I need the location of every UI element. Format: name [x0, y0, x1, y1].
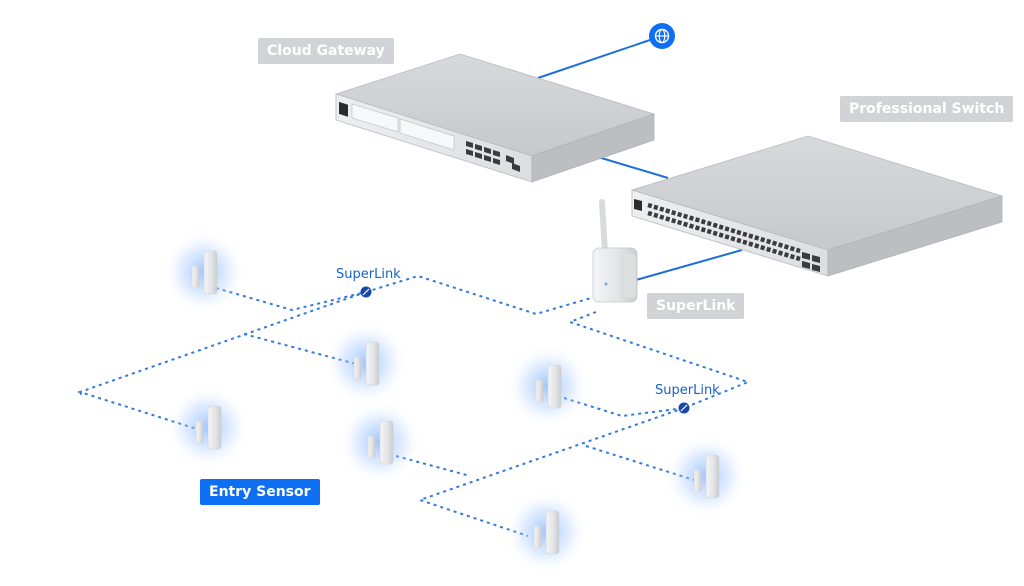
entry-sensor[interactable] [338, 400, 422, 484]
uplink-lines [537, 39, 743, 281]
switch-port-grid [647, 202, 801, 262]
mesh-link [395, 455, 471, 477]
superlink-node-marker [678, 402, 690, 414]
gateway-internet-link [537, 39, 651, 79]
mesh-link [215, 287, 367, 312]
entry-sensor[interactable] [506, 344, 590, 428]
mesh-link [416, 407, 685, 537]
cloud-gateway-device[interactable] [334, 53, 656, 183]
switch-superlink-link [635, 249, 743, 281]
professional-switch-label: Professional Switch [840, 96, 1014, 122]
entry-sensor[interactable] [324, 321, 408, 405]
mesh-link [79, 391, 83, 397]
mesh-link [585, 445, 695, 481]
entry-sensor[interactable] [664, 434, 748, 518]
mesh-link [567, 311, 751, 409]
entry-sensor[interactable] [504, 490, 588, 574]
cloud-gateway-label: Cloud Gateway [258, 38, 394, 64]
superlink-device-label: SuperLink [647, 293, 745, 319]
superlink-node-marker [360, 286, 372, 298]
entry-sensor-label: Entry Sensor [200, 479, 320, 505]
professional-switch-device[interactable] [630, 135, 1004, 277]
mesh-link [365, 274, 599, 316]
gateway-switch-link [597, 156, 669, 179]
superlink-node-label: SuperLink [336, 267, 401, 282]
superlink-node-label: SuperLink [655, 383, 720, 398]
entry-sensor[interactable] [162, 230, 246, 314]
entry-sensor[interactable] [166, 385, 250, 469]
superlink-device[interactable] [592, 199, 638, 303]
globe-icon [649, 23, 675, 49]
